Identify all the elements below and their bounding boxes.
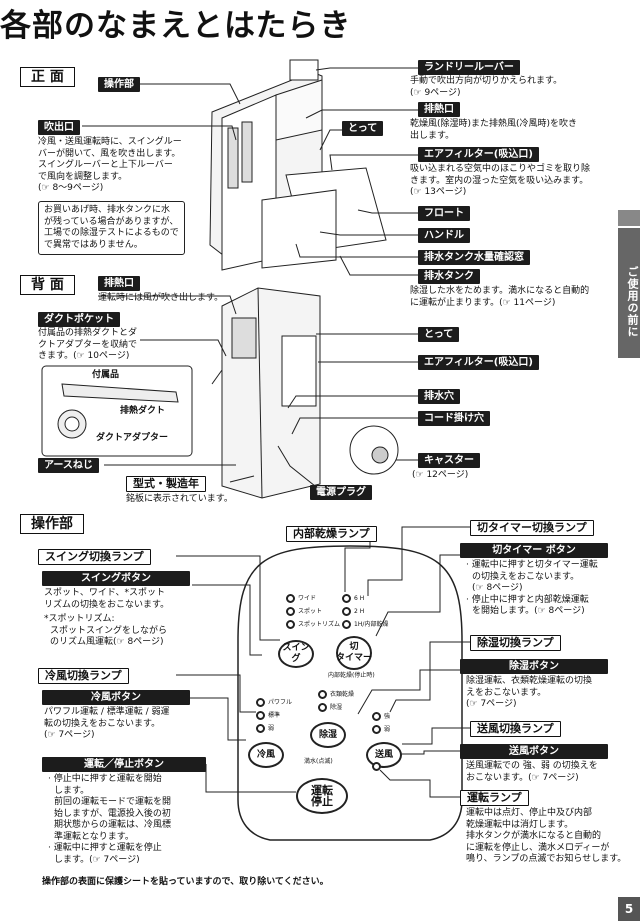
opt-2h: 2 H: [354, 608, 364, 616]
label-run-button: 運転／停止ボタン: [42, 757, 206, 772]
page-number: 5: [618, 897, 640, 921]
desc-duct-pocket: 付属品の排熱ダクトとダクトアダプターを収納できます。(☞ 10ページ): [38, 328, 137, 363]
label-handle-back: とって: [418, 327, 459, 342]
run-lamp-led: [372, 762, 381, 771]
accessory-adapter: ダクトアダプター: [96, 433, 168, 445]
note-tank-water: お買いあげ時、排水タンクに水が残っている場合がありますが、工場での除湿テストによ…: [38, 201, 185, 255]
label-dehum-lamp: 除湿切換ランプ: [470, 635, 561, 651]
desc-fan-button: 送風運転での 強、弱 の切換えをおこないます。(☞ 7ページ): [466, 761, 598, 784]
label-power-plug: 電源プラグ: [310, 485, 372, 500]
label-filter-front: エアフィルター(吸込口): [418, 147, 539, 162]
led-fan-weak: [372, 725, 381, 734]
opt-wide: ワイド: [298, 595, 316, 603]
label-caster: キャスター: [418, 453, 480, 468]
opt-strong: 強: [384, 713, 390, 721]
led-strong: [372, 712, 381, 721]
label-filter-back: エアフィルター(吸込口): [418, 355, 539, 370]
opt-fan-weak: 弱: [384, 726, 390, 734]
label-laundry-louver: ランドリールーバー: [418, 60, 520, 75]
label-dehum-button: 除湿ボタン: [460, 659, 608, 674]
opt-standard: 標準: [268, 712, 280, 720]
led-clothes-dry: [318, 690, 327, 699]
footer-note: 操作部の表面に保護シートを貼っていますので、取り除いてください。: [42, 877, 329, 889]
desc-exhaust-back: 運転時には風が吹き出します。: [98, 293, 223, 305]
label-fan-button: 送風ボタン: [460, 744, 608, 759]
label-handle: ハンドル: [418, 228, 470, 243]
section-back: 背 面: [20, 275, 75, 295]
label-cord-hook: コード掛け穴: [418, 411, 490, 426]
led-standard: [256, 711, 265, 720]
section-panel: 操作部: [20, 514, 84, 534]
led-spot: [286, 607, 295, 616]
led-spot-rhythm: [286, 620, 295, 629]
desc-exhaust-front: 乾燥風(除湿時)また排熱風(冷風時)を吹き出します。: [410, 119, 577, 142]
label-earth-screw: アースねじ: [38, 458, 99, 473]
led-weak: [256, 724, 265, 733]
cool-button[interactable]: 冷風: [248, 742, 284, 768]
led-6h: [342, 594, 351, 603]
label-cool-lamp: 冷風切換ランプ: [38, 668, 129, 684]
label-fan-lamp: 送風切換ランプ: [470, 721, 561, 737]
desc-laundry-louver: 手動で吹出方向が切りかえられます。(☞ 9ページ): [410, 76, 562, 99]
label-internal-dry-lamp: 内部乾燥ランプ: [286, 526, 377, 542]
desc-run-button: · 停止中に押すと運転を開始します。前回の運転モードで運転を開始しますが、電源投…: [48, 774, 171, 866]
opt-6h: 6 H: [354, 595, 364, 603]
label-float: フロート: [418, 206, 470, 221]
label-outlet: 吹出口: [38, 120, 80, 135]
swing-button[interactable]: スイング: [278, 640, 314, 668]
desc-caster: (☞ 12ページ): [412, 470, 468, 482]
run-stop-button[interactable]: 運転 停止: [296, 778, 348, 814]
led-dehum: [318, 703, 327, 712]
label-handle-top-front: とって: [342, 121, 383, 136]
label-exhaust-back: 排熱口: [98, 276, 140, 291]
label-run-lamp: 運転ランプ: [460, 790, 529, 806]
label-swing-lamp: スイング切換ランプ: [38, 549, 151, 565]
led-powerful: [256, 698, 265, 707]
internal-dry-label: 内部乾燥(停止時): [328, 672, 375, 680]
opt-spot: スポット: [298, 608, 322, 616]
label-swing-button: スイングボタン: [42, 571, 190, 586]
opt-1h: 1H/内部乾燥: [354, 621, 388, 629]
label-duct-pocket: ダクトポケット: [38, 312, 120, 327]
dehum-button[interactable]: 除湿: [310, 722, 346, 748]
label-exhaust-front: 排熱口: [418, 102, 460, 117]
desc-timer-button: · 運転中に押すと切タイマー運転の切換えをおこないます。(☞ 8ページ)· 停止…: [466, 560, 598, 618]
label-cool-button: 冷風ボタン: [42, 690, 190, 705]
led-2h: [342, 607, 351, 616]
label-timer-lamp: 切タイマー切換ランプ: [470, 520, 594, 536]
led-wide: [286, 594, 295, 603]
led-1h: [342, 620, 351, 629]
opt-dehum: 除湿: [330, 704, 342, 712]
label-timer-button: 切タイマー ボタン: [460, 543, 608, 558]
desc-filter-front: 吸い込まれる空気中のほこりやゴミを取り除きます。室内の湿った空気を吸い込みます。…: [410, 164, 590, 199]
label-tank: 排水タンク: [418, 269, 480, 284]
label-tank-window: 排水タンク水量確認窓: [418, 250, 530, 265]
accessory-duct: 排熱ダクト: [120, 406, 165, 418]
label-model-year: 型式・製造年: [126, 476, 206, 492]
desc-cool-button: パワフル運転 / 標準運転 / 弱運転の切換えをおこないます。(☞ 7ページ): [44, 707, 170, 742]
desc-dehum-button: 除湿運転、衣類乾燥運転の切換えをおこないます。(☞ 7ページ): [466, 676, 592, 711]
desc-swing-button: スポット、ワイド、*スポットリズムの切換をおこないます。: [44, 588, 169, 611]
desc-outlet: 冷風・送風運転時に、スイングルーバーが開いて、風を吹き出します。スイングルーバー…: [38, 137, 182, 195]
opt-powerful: パワフル: [268, 699, 292, 707]
opt-clothes-dry: 衣類乾燥: [330, 691, 354, 699]
label-panel-front: 操作部: [98, 77, 140, 92]
note-spot-rhythm: *スポットリズム:スポットスイングをしながらのリズム風運転(☞ 8ページ): [44, 614, 167, 649]
opt-weak: 弱: [268, 725, 274, 733]
timer-button[interactable]: 切 タイマー: [336, 636, 372, 670]
desc-model-year: 銘板に表示されています。: [126, 494, 233, 506]
opt-spot-rhythm: スポットリズム: [298, 621, 340, 629]
desc-run-lamp: 運転中は点灯、停止中及び内部乾燥運転中は消灯します。排水タンクが満水になると自動…: [466, 808, 626, 866]
desc-tank: 除湿した水をためます。満水になると自動的に運転が止まります。(☞ 11ページ): [410, 286, 589, 309]
label-drain-hole: 排水穴: [418, 389, 460, 404]
accessory-title: 付属品: [92, 370, 119, 382]
full-label: 満水(点滅): [304, 758, 333, 766]
